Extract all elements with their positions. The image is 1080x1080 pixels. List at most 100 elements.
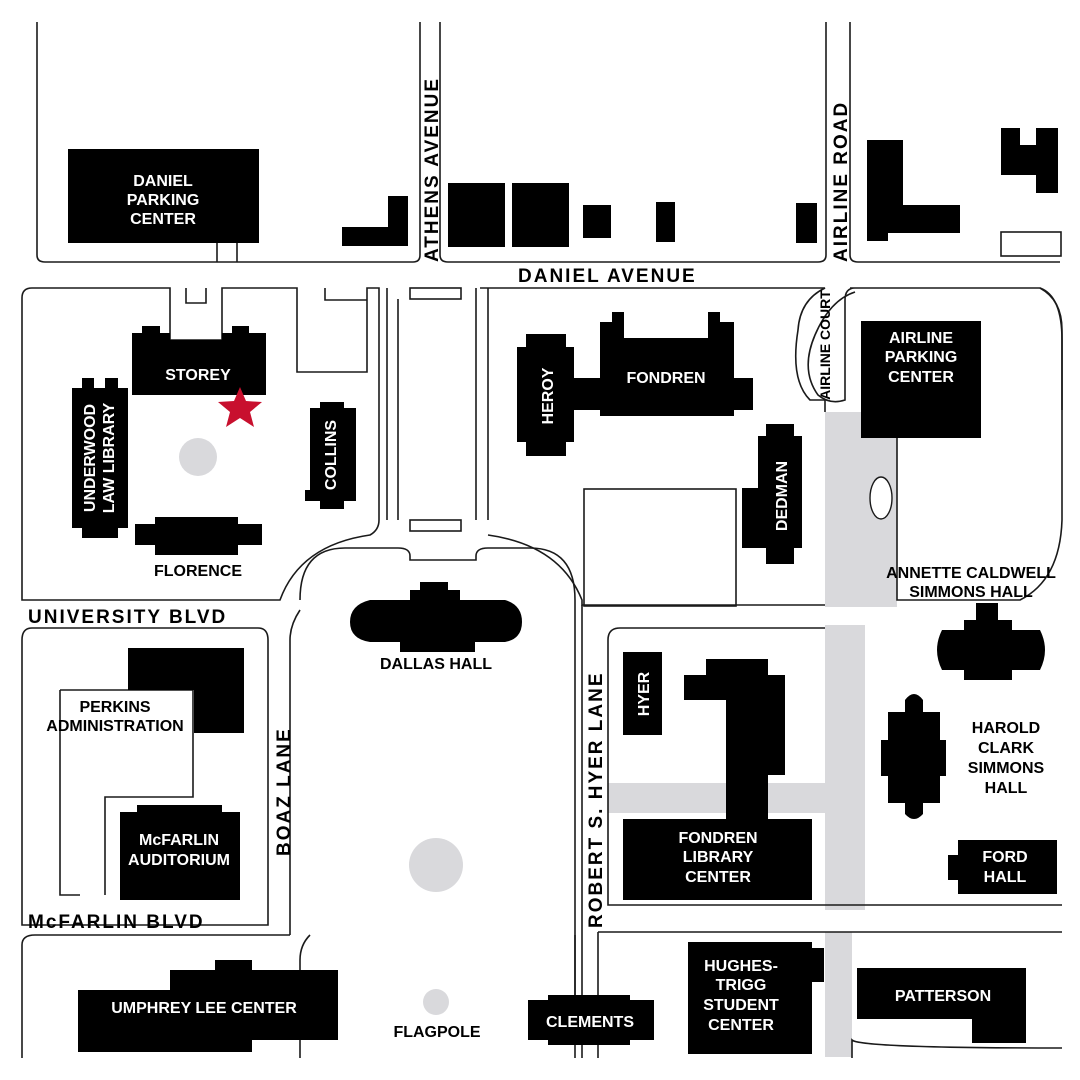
collins-label: COLLINS [323,420,340,491]
underwood-law-library[interactable] [72,378,128,538]
building-north-2[interactable] [512,183,569,247]
daniel-avenue-label: DANIEL AVENUE [518,266,697,287]
airline-walkway-lower [825,625,865,910]
patterson-label: PATTERSON [895,988,991,1005]
east-loop [896,287,1063,601]
perkins-administration[interactable] [128,648,244,733]
airline-walkway [825,412,865,607]
boaz-lane-edge [289,609,301,935]
perkins-label-2: ADMINISTRATION [46,718,183,735]
fondren-label: FONDREN [626,370,705,387]
annette-caldwell-simmons-hall[interactable] [937,603,1045,680]
hughes-trigg-student-center[interactable] [688,942,824,1054]
mcfarlin-label-1: McFARLIN [139,832,219,849]
block-northeast [849,22,1060,263]
plaza-oval [869,476,893,520]
dallas-hall-lawn-circle [409,838,463,892]
road-outlines [21,22,1063,1058]
hughes-trigg-label-3: STUDENT [703,997,779,1014]
block-perkins [21,627,269,926]
airline-court-label: AIRLINE COURT [817,290,833,400]
airline-parking-label-1: AIRLINE [889,330,953,347]
building-northeast-2[interactable] [1001,128,1058,193]
ford-hall-label-1: FORD [982,849,1027,866]
heroy-hall[interactable] [517,334,574,456]
building-north-3[interactable] [583,205,611,238]
hughes-trigg-label-2: TRIGG [716,977,767,994]
boaz-lane-label: BOAZ LANE [274,727,295,856]
fountain-storey [179,438,217,476]
block-hyer-east [607,627,1062,906]
block-southwest [21,934,290,1058]
storey-hall[interactable] [132,326,266,395]
annette-label-1: ANNETTE CALDWELL [886,565,1056,582]
harold-label-2: CLARK [978,740,1034,757]
flagpole-circle [423,989,449,1015]
clements-hall[interactable] [528,995,654,1045]
daniel-driveway [216,240,238,262]
hyer-label: HYER [636,671,653,716]
umphrey-lee-center[interactable] [78,960,338,1052]
fondren-library-center[interactable] [623,659,812,900]
street-labels: ATHENS AVENUE AIRLINE ROAD DANIEL AVENUE… [28,77,852,933]
harold-label-1: HAROLD [972,720,1040,737]
patterson-hall[interactable] [857,968,1026,1043]
florence-label: FLORENCE [154,563,242,580]
airline-parking-label-2: PARKING [885,349,958,366]
lot-fondren [583,488,737,607]
building-north-5[interactable] [796,203,817,243]
robert-s-hyer-lane-label: ROBERT S. HYER LANE [586,671,607,928]
daniel-parking-label: DANIEL [133,173,193,190]
dallas-hall[interactable] [350,582,522,652]
airline-parking-center[interactable] [861,321,981,438]
collins-hall[interactable] [305,402,356,509]
harold-label-3: SIMMONS [968,760,1045,777]
buildings: DANIEL PARKING CENTER STOREY UNDERWOOD L… [46,128,1058,1054]
clements-label: CLEMENTS [546,1014,634,1031]
block-north-middle [439,22,827,263]
athens-avenue-label: ATHENS AVENUE [422,77,443,262]
star-icon [218,387,262,427]
block-west-notch [185,288,367,304]
daniel-parking-center[interactable] [68,149,259,243]
university-blvd-label: UNIVERSITY BLVD [28,607,227,628]
block-mall-east [480,287,826,606]
florence-hall[interactable] [135,517,262,555]
block-northwest [36,22,421,263]
airline-walkway-south [825,932,852,1057]
mall-crossing-north [409,287,462,300]
building-north-1[interactable] [448,183,505,247]
harold-clark-simmons-hall[interactable] [881,694,946,819]
fondren-library-label-1: FONDREN [678,830,757,847]
flagpole-label: FLAGPOLE [393,1024,480,1041]
mcfarlin-blvd-label: McFARLIN BLVD [28,912,205,933]
mcfarlin-label-2: AUDITORIUM [128,852,230,869]
building-north-4[interactable] [656,202,675,242]
fondren-hall[interactable] [574,312,753,416]
library-walkway [608,783,825,813]
ford-hall-label-2: HALL [984,869,1027,886]
daniel-parking-label-2: PARKING [127,192,200,209]
ford-hall[interactable] [948,840,1057,894]
fondren-library-label-2: LIBRARY [683,849,754,866]
mall-edges [386,288,489,520]
perkins-label-1: PERKINS [79,699,150,716]
dedman-center[interactable] [742,424,802,564]
airline-court-label-text: AIRLINE COURT [817,290,833,400]
airline-road-label: AIRLINE ROAD [831,101,852,262]
block-west [21,287,380,601]
walkways [179,412,897,1057]
airline-parking-label-3: CENTER [888,369,954,386]
dallas-hall-label: DALLAS HALL [380,656,492,673]
storey-label: STOREY [165,367,231,384]
heroy-label: HEROY [540,367,557,424]
hughes-trigg-label-1: HUGHES- [704,958,778,975]
mcfarlin-auditorium[interactable] [120,805,240,900]
building-l-shape-north[interactable] [342,196,408,246]
underwood-label-1: UNDERWOOD [82,404,99,512]
hyer-hall[interactable] [623,652,662,735]
building-northeast-complex[interactable] [867,140,960,241]
underwood-label-2: LAW LIBRARY [101,402,118,513]
mall-crossing-south [409,519,462,532]
